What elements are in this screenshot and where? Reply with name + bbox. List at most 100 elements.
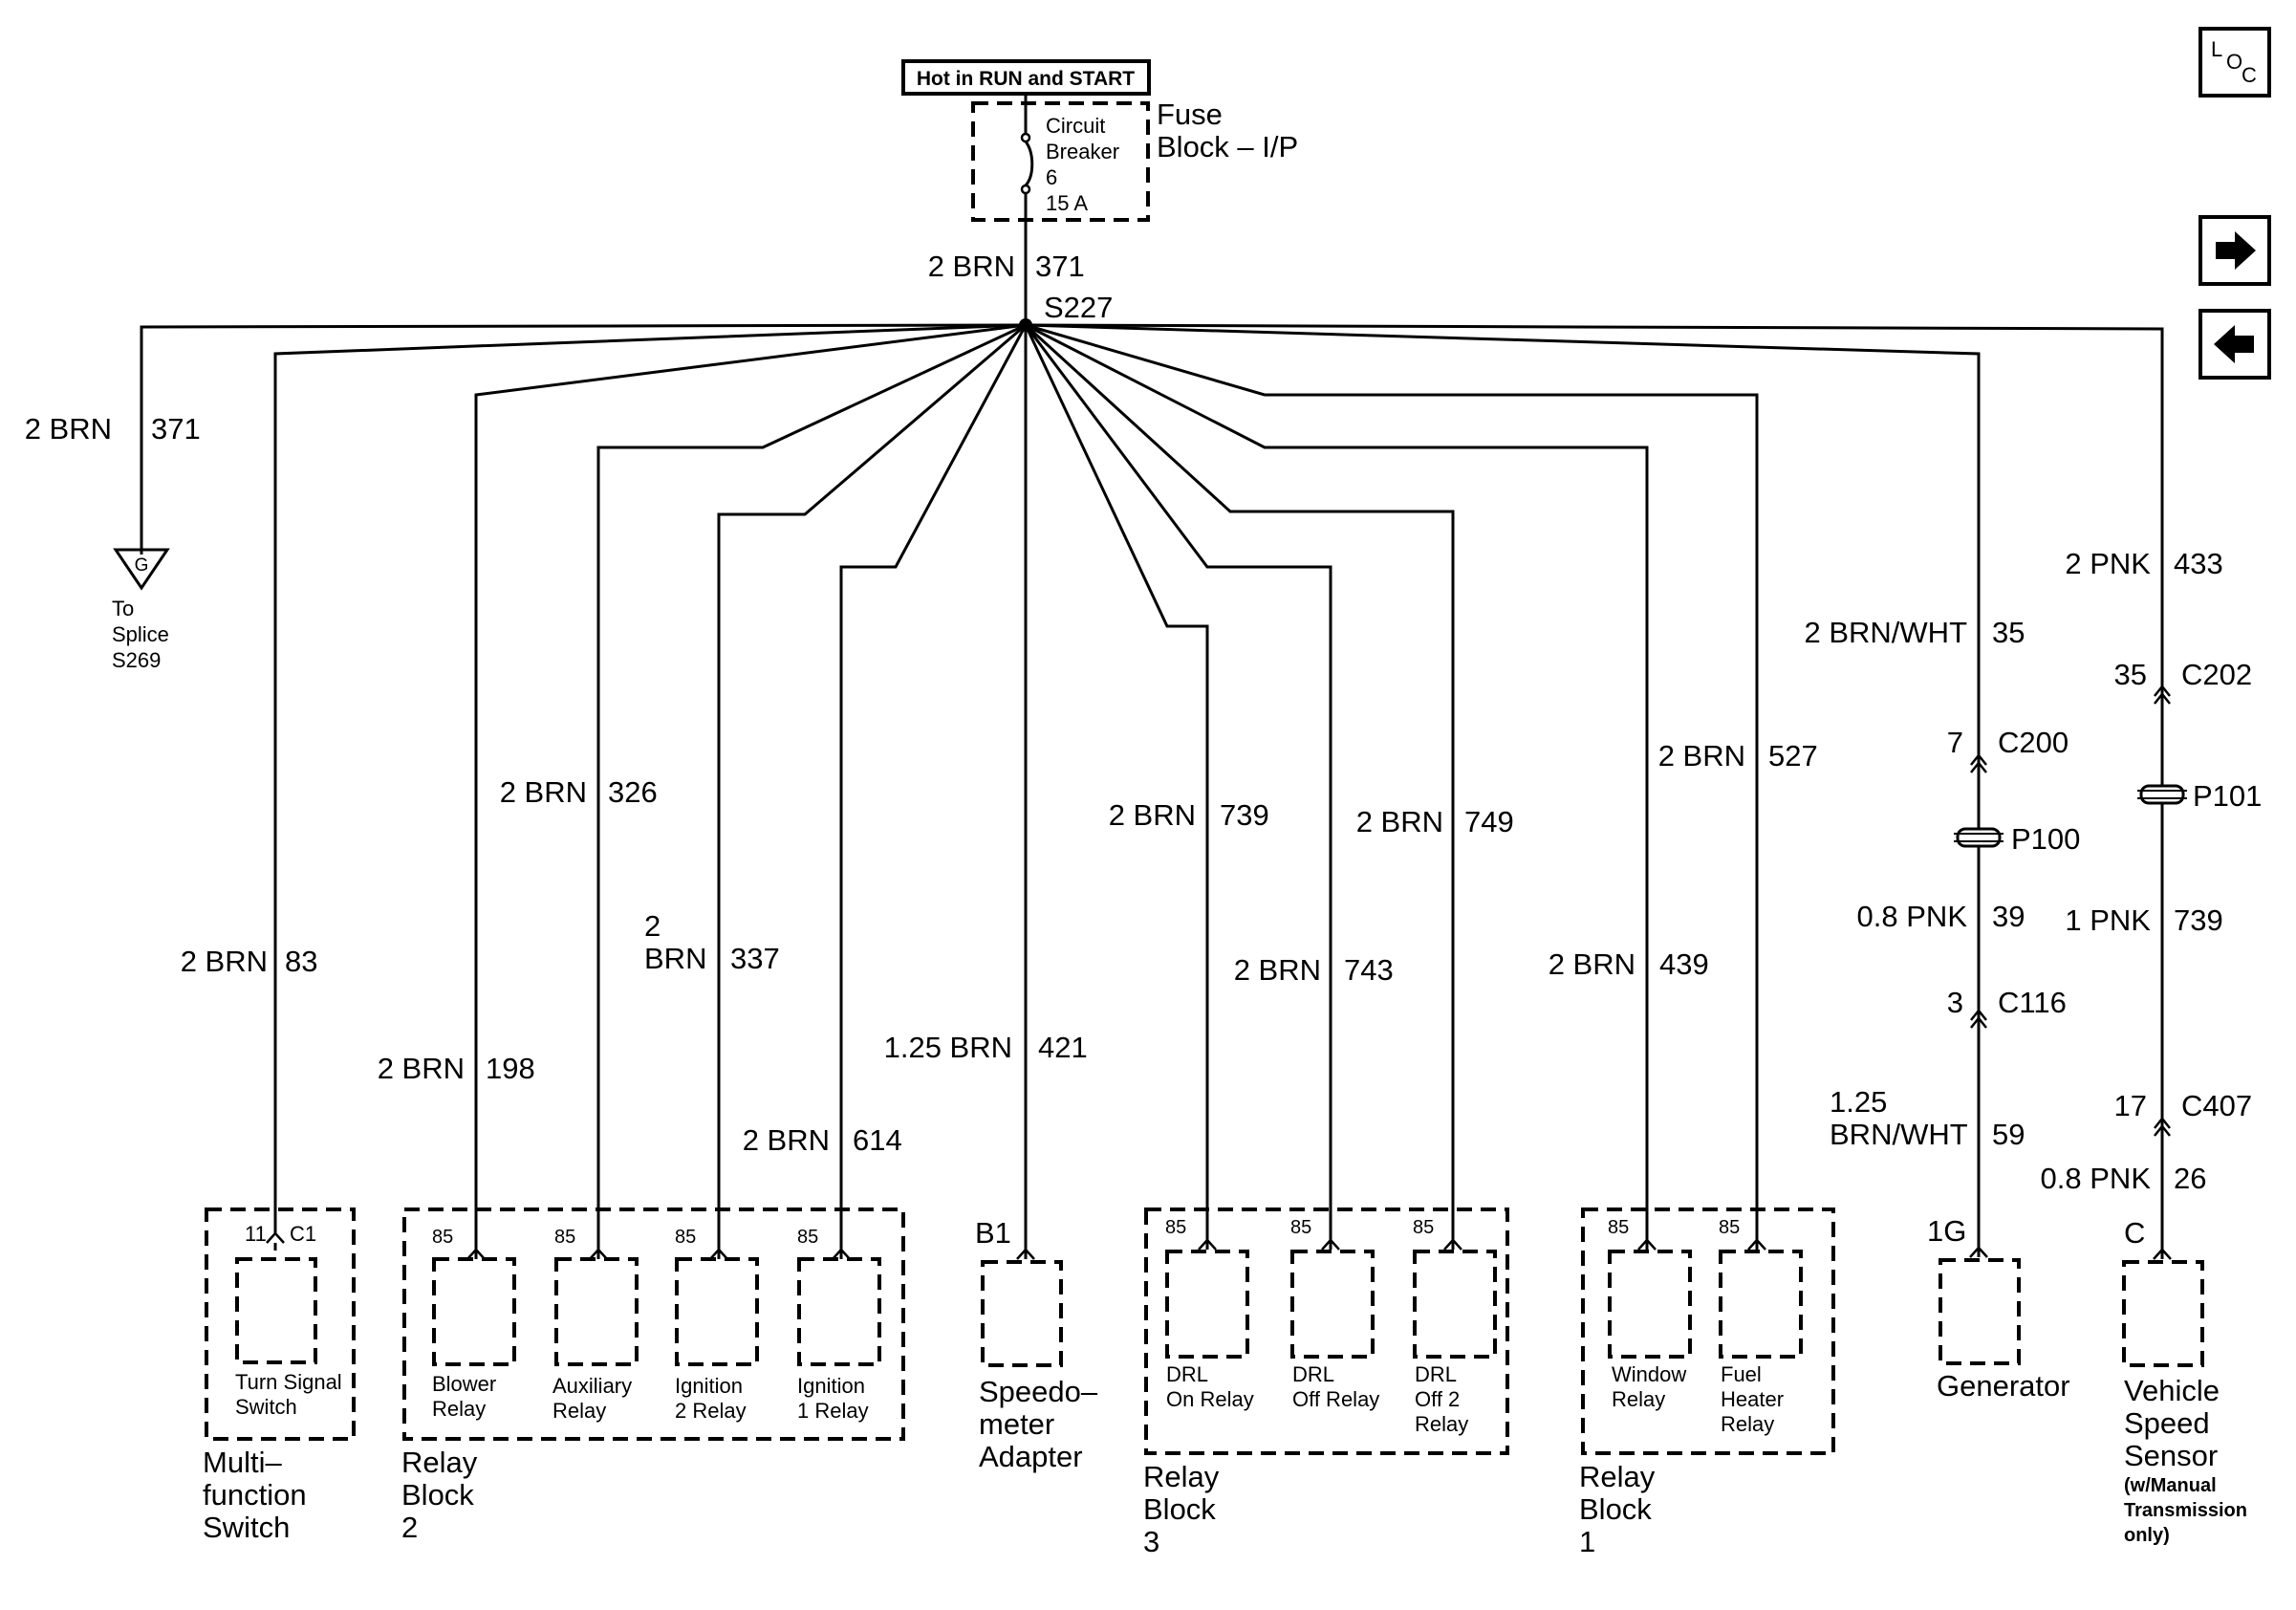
window-relay-label-2: Relay — [1612, 1387, 1665, 1411]
left-arrow-icon[interactable] — [2199, 309, 2271, 380]
ground-text-3: S269 — [112, 648, 161, 672]
drl-off-relay-label-1: DRL — [1292, 1362, 1334, 1386]
blower-relay-pin: 85 — [432, 1227, 453, 1248]
blower-relay-label-1: Blower — [432, 1372, 496, 1396]
speedo-pin: B1 — [975, 1216, 1011, 1250]
ignition-1-relay-label-2: 1 Relay — [797, 1399, 869, 1423]
gen-wire-top-color: 2 BRN/WHT — [1805, 616, 1968, 649]
auxiliary-relay-label-2: Relay — [552, 1399, 606, 1423]
breaker-label-3: 6 — [1046, 165, 1057, 189]
vss-wire-top-color: 2 PNK — [2065, 547, 2151, 580]
generator-pin: 1G — [1927, 1214, 1966, 1248]
wire-614-color: 2 BRN — [743, 1123, 830, 1157]
wire-326-circuit: 326 — [608, 775, 658, 809]
wire-749-color: 2 BRN — [1356, 805, 1443, 838]
turn-signal-switch-box — [235, 1257, 317, 1364]
auxiliary-relay-pin: 85 — [554, 1227, 575, 1248]
vss-note-2: Transmission — [2124, 1500, 2247, 1521]
vss-name-3: Sensor — [2124, 1439, 2218, 1472]
relay-block-3-name-1: Relay — [1143, 1460, 1220, 1493]
ignition-2-relay-label-1: Ignition — [675, 1374, 743, 1398]
connector-c407-icon — [2154, 1116, 2171, 1137]
ignition-1-relay-label-1: Ignition — [797, 1374, 865, 1398]
svg-text:L: L — [2211, 37, 2222, 61]
breaker-label-4: 15 A — [1046, 191, 1088, 215]
relay-block-2-name-1: Relay — [401, 1446, 478, 1479]
blower-relay-box — [432, 1257, 516, 1366]
wire-439-circuit: 439 — [1659, 947, 1709, 981]
svg-text:C: C — [2242, 63, 2257, 87]
drl-on-relay-label-1: DRL — [1166, 1362, 1208, 1386]
wire-739-color: 2 BRN — [1109, 798, 1196, 832]
mfs-conn: C1 — [290, 1222, 316, 1246]
vss-note-1: (w/Manual — [2124, 1475, 2217, 1496]
wire-337-circuit: 337 — [730, 942, 780, 975]
drl-off-relay-pin: 85 — [1290, 1217, 1311, 1238]
feed-wire-circuit: 371 — [1035, 250, 1085, 283]
wire-326-color: 2 BRN — [500, 775, 587, 809]
vehicle-speed-sensor-box — [2122, 1260, 2204, 1367]
drl-off-2-relay-label-2: Off 2 — [1415, 1387, 1460, 1411]
vss-wire-mid-color: 1 PNK — [2065, 903, 2151, 937]
fuel-heater-relay-pin: 85 — [1719, 1217, 1740, 1238]
auxiliary-relay-label-1: Auxiliary — [552, 1374, 632, 1398]
breaker-label-1: Circuit — [1046, 114, 1105, 138]
mfs-name-2: function — [203, 1478, 307, 1512]
ignition-1-relay-pin: 85 — [797, 1227, 818, 1248]
wire-614-circuit: 614 — [853, 1123, 902, 1157]
passthrough-p100-icon — [1954, 827, 2004, 848]
multifunction-switch-box — [205, 1208, 356, 1441]
wire-421-color: 1.25 BRN — [884, 1031, 1012, 1064]
gen-wire-bot-circuit: 59 — [1992, 1118, 2025, 1151]
gen-conn1-name: C200 — [1998, 726, 2069, 759]
wire-83-circuit: 83 — [285, 945, 317, 978]
fuse-block-name-2: Block – I/P — [1157, 130, 1298, 163]
gen-wire-mid-color: 0.8 PNK — [1857, 900, 1968, 933]
circuit-breaker-icon — [1020, 103, 1034, 220]
vss-name-2: Speed — [2124, 1406, 2210, 1440]
generator-box — [1939, 1258, 2021, 1365]
ground-symbol-letter: G — [135, 555, 149, 576]
right-arrow-icon[interactable] — [2199, 215, 2271, 286]
relay-block-3-name-3: 3 — [1143, 1525, 1159, 1558]
ignition-1-relay-box — [797, 1257, 881, 1366]
relay-block-2-box — [402, 1208, 905, 1441]
vss-conn2-pin: 17 — [2114, 1089, 2147, 1122]
gen-wire-mid-circuit: 39 — [1992, 900, 2025, 933]
gen-conn2-name: C116 — [1998, 986, 2067, 1019]
ignition-2-relay-pin: 85 — [675, 1227, 696, 1248]
wire-439-color: 2 BRN — [1549, 947, 1635, 981]
vss-name-1: Vehicle — [2124, 1374, 2220, 1407]
fuel-heater-relay-label-2: Heater — [1721, 1387, 1784, 1411]
gen-wire-bot-color: BRN/WHT — [1830, 1118, 1968, 1151]
branch-wires — [140, 323, 2164, 1233]
relay-block-2-name-2: Block — [401, 1478, 474, 1512]
fuel-heater-relay-label-1: Fuel — [1721, 1362, 1762, 1386]
wire-337-color: BRN — [644, 942, 706, 975]
speedo-name-3: Adapter — [979, 1440, 1083, 1473]
window-relay-pin: 85 — [1608, 1217, 1629, 1238]
ground-text-1: To — [112, 597, 134, 620]
hot-in-run-start-label: Hot in RUN and START — [917, 68, 1135, 90]
window-relay-label-1: Window — [1612, 1362, 1686, 1386]
gen-conn1-pin: 7 — [1947, 726, 1963, 759]
ground-text-2: Splice — [112, 622, 169, 646]
relay-block-3-name-2: Block — [1143, 1492, 1216, 1526]
generator-name: Generator — [1937, 1369, 2070, 1403]
drl-on-relay-label-2: On Relay — [1166, 1387, 1254, 1411]
wire-749-circuit: 749 — [1464, 805, 1514, 838]
loc-icon[interactable]: L O C — [2199, 27, 2271, 98]
ground-wire-color: 2 BRN — [25, 412, 112, 446]
vss-conn1-pin: 35 — [2114, 658, 2147, 691]
vss-conn1-name: C202 — [2181, 658, 2252, 691]
pin-terminals — [266, 1231, 2172, 1260]
mfs-pin: 11 — [245, 1222, 267, 1246]
feed-wire-color: 2 BRN — [928, 250, 1015, 283]
wire-198-color: 2 BRN — [378, 1052, 465, 1085]
wire-527-circuit: 527 — [1768, 739, 1818, 772]
blower-relay-label-2: Relay — [432, 1397, 486, 1421]
vss-pass-name: P101 — [2193, 779, 2262, 813]
wire-198-circuit: 198 — [486, 1052, 535, 1085]
vss-note-3: only) — [2124, 1525, 2170, 1546]
